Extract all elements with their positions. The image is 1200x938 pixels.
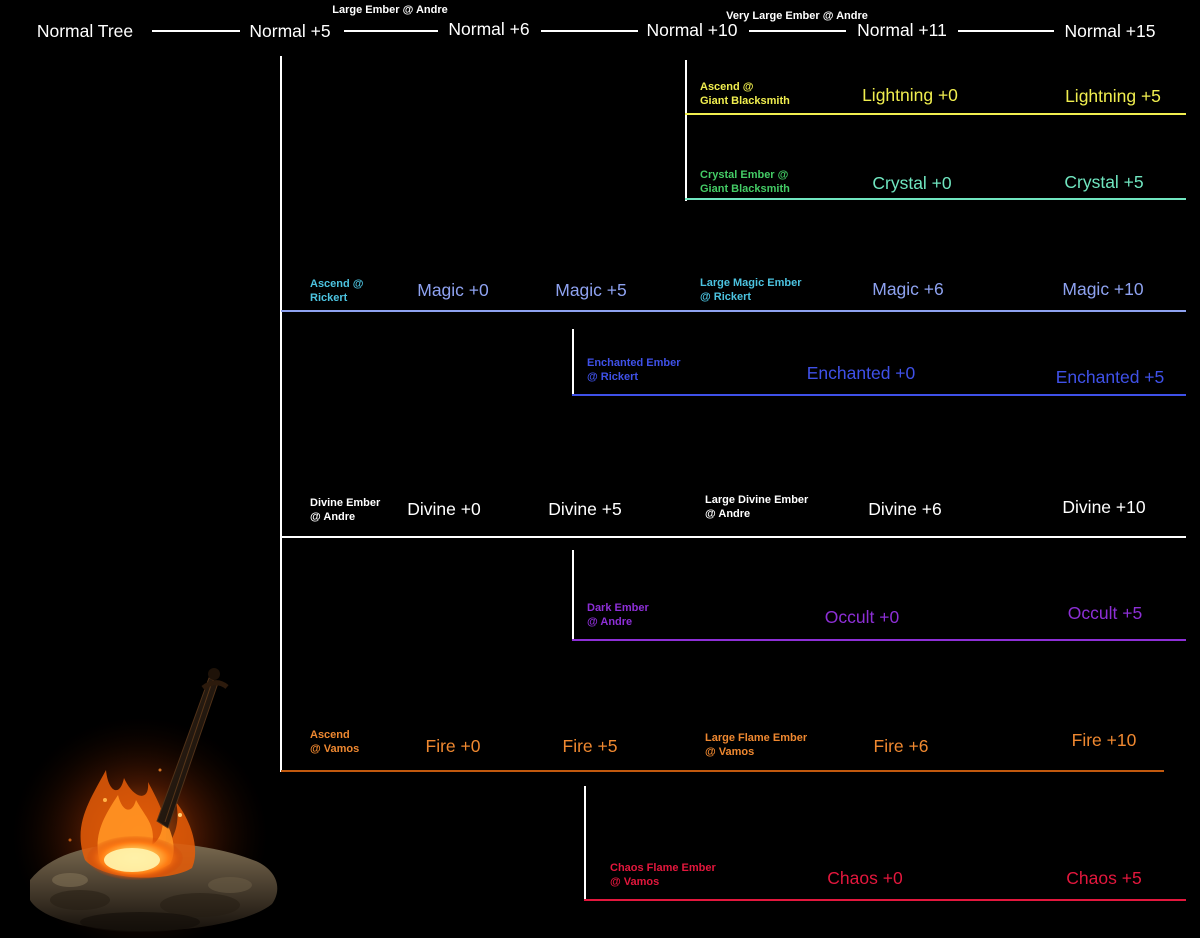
node-fire-10: Fire +10 [1071, 730, 1137, 750]
bonfire-image [10, 650, 310, 938]
connector-normal10-normal11 [749, 30, 846, 32]
node-divine-10: Divine +10 [1062, 497, 1146, 517]
node-normal-11: Normal +11 [857, 20, 947, 40]
ember-label-lightning: Ascend @ Giant Blacksmith [700, 81, 790, 107]
node-occult-5: Occult +5 [1067, 603, 1143, 623]
branch-line-normal10 [685, 60, 687, 201]
ember-label-divine: Divine Ember @ Andre [310, 497, 381, 523]
ember-label-chaos-flame: Chaos Flame Ember @ Vamos [610, 862, 716, 888]
branch-line-magic-enchanted [572, 329, 574, 396]
node-normal-5: Normal +5 [249, 21, 331, 41]
connector-normal11-normal15 [958, 30, 1054, 32]
node-normal-10: Normal +10 [646, 20, 738, 40]
ember-label-magic-ascend: Ascend @ Rickert [310, 278, 364, 304]
node-magic-10: Magic +10 [1062, 279, 1144, 299]
node-occult-0: Occult +0 [824, 607, 900, 627]
path-line-fire [281, 770, 1164, 772]
node-crystal-5: Crystal +5 [1064, 172, 1144, 192]
branch-line-fire-chaos [584, 786, 586, 901]
connector-normaltree-normal5 [152, 30, 240, 32]
branch-line-normal5 [280, 56, 282, 772]
label-very-large-ember-andre: Very Large Ember @ Andre [726, 10, 868, 22]
path-line-lightning [685, 113, 1186, 115]
path-line-enchanted [572, 394, 1186, 396]
connector-normal6-normal10 [541, 30, 638, 32]
node-enchanted-0: Enchanted +0 [806, 363, 916, 383]
ember-label-large-flame: Large Flame Ember @ Vamos [705, 732, 808, 758]
connector-normal5-normal6 [344, 30, 438, 32]
branch-line-divine-occult [572, 550, 574, 641]
ember-label-crystal: Crystal Ember @ Giant Blacksmith [700, 169, 790, 195]
node-fire-0: Fire +0 [425, 736, 481, 756]
node-lightning-0: Lightning +0 [862, 85, 958, 105]
label-large-ember-andre: Large Ember @ Andre [332, 4, 448, 16]
bonfire-illustration [12, 668, 278, 938]
node-fire-5: Fire +5 [562, 736, 618, 756]
node-crystal-0: Crystal +0 [872, 173, 952, 193]
node-lightning-5: Lightning +5 [1065, 86, 1161, 106]
node-fire-6: Fire +6 [873, 736, 929, 756]
path-line-occult [572, 639, 1186, 641]
node-normal-15: Normal +15 [1064, 21, 1156, 41]
node-divine-0: Divine +0 [407, 499, 481, 519]
node-chaos-0: Chaos +0 [827, 868, 903, 888]
path-line-magic [281, 310, 1186, 312]
node-divine-5: Divine +5 [548, 499, 622, 519]
node-magic-5: Magic +5 [555, 280, 627, 300]
ember-label-enchanted: Enchanted Ember @ Rickert [587, 357, 681, 383]
node-magic-6: Magic +6 [872, 279, 944, 299]
path-line-divine [281, 536, 1186, 538]
path-line-crystal [685, 198, 1186, 200]
node-enchanted-5: Enchanted +5 [1055, 367, 1165, 387]
ember-label-fire-ascend: Ascend @ Vamos [310, 729, 360, 755]
path-line-chaos [584, 899, 1186, 901]
ember-label-dark: Dark Ember @ Andre [587, 602, 649, 628]
ember-label-large-magic: Large Magic Ember @ Rickert [700, 277, 802, 303]
node-normal-6: Normal +6 [448, 19, 530, 39]
node-magic-0: Magic +0 [417, 280, 489, 300]
node-chaos-5: Chaos +5 [1066, 868, 1142, 888]
node-divine-6: Divine +6 [868, 499, 942, 519]
node-normal-tree: Normal Tree [36, 21, 134, 41]
ember-label-large-divine: Large Divine Ember @ Andre [705, 494, 809, 520]
